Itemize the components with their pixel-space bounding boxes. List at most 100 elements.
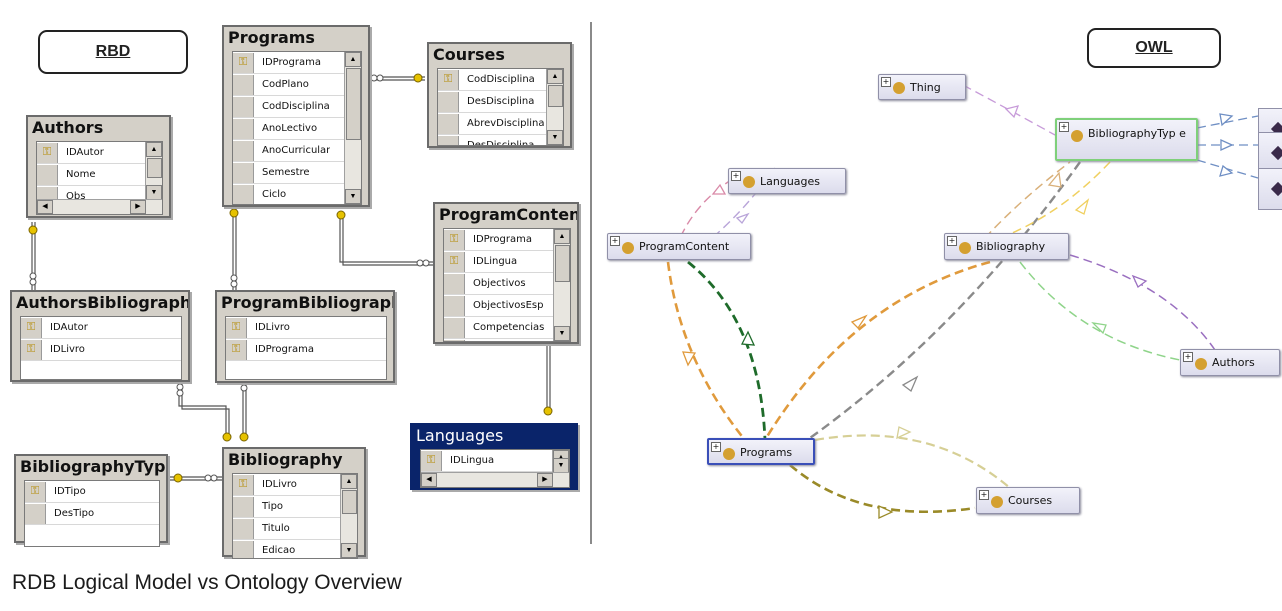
owl-node-authors[interactable]: +Authors xyxy=(1180,349,1280,376)
column-row[interactable]: Semestre xyxy=(233,162,344,184)
column-row[interactable]: ⚿IDLingua xyxy=(421,450,552,472)
scroll-up-icon[interactable]: ▲ xyxy=(547,69,563,84)
end-infinity xyxy=(29,272,37,280)
scroll-left-icon[interactable]: ◀ xyxy=(421,473,437,487)
column-row[interactable]: ⚿IDPrograma xyxy=(233,52,344,74)
column-row[interactable]: Titulo xyxy=(233,518,340,540)
owl-node-partial[interactable] xyxy=(1258,132,1282,174)
table-programbibliography[interactable]: ProgramBibliography⚿IDLivro⚿IDPrograma xyxy=(215,290,395,383)
owl-node-programs[interactable]: +Programs xyxy=(707,438,815,465)
column-row[interactable]: ⚿IDLivro xyxy=(226,317,386,339)
column-row[interactable]: Objectivos xyxy=(444,273,553,295)
column-row[interactable]: DesDisciplina xyxy=(438,135,546,145)
vertical-scrollbar[interactable]: ▲▼ xyxy=(552,450,569,473)
horizontal-scrollbar[interactable]: ◀▶ xyxy=(421,472,569,487)
column-row[interactable]: ⚿IDAutor xyxy=(21,317,181,339)
column-row[interactable]: ⚿IDLivro xyxy=(21,339,181,361)
scroll-up-icon[interactable]: ▲ xyxy=(341,474,357,489)
scroll-down-icon[interactable]: ▼ xyxy=(553,458,569,473)
expand-icon[interactable]: + xyxy=(711,442,721,452)
vertical-scrollbar[interactable]: ▲▼ xyxy=(340,474,357,558)
column-row[interactable]: ⚿IDTipo xyxy=(25,481,159,503)
end-infinity xyxy=(230,274,238,282)
column-row[interactable]: Ciclo xyxy=(233,184,344,204)
scroll-thumb[interactable] xyxy=(147,158,162,178)
column-row[interactable]: Edicao xyxy=(233,540,340,558)
vertical-scrollbar[interactable]: ▲▼ xyxy=(145,142,162,200)
scroll-right-icon[interactable]: ▶ xyxy=(130,200,146,214)
column-row[interactable]: ⚿IDPrograma xyxy=(226,339,386,361)
column-row[interactable]: DesTipo xyxy=(25,503,159,525)
column-row[interactable]: AnoCurricular xyxy=(233,140,344,162)
owl-node-partial[interactable] xyxy=(1258,168,1282,210)
primary-key-icon: ⚿ xyxy=(231,343,241,355)
column-row[interactable]: AnoLectivo xyxy=(233,118,344,140)
scroll-thumb[interactable] xyxy=(548,85,563,107)
column-list: ⚿IDLingua▲▼◀▶ xyxy=(420,449,570,488)
scroll-down-icon[interactable]: ▼ xyxy=(341,543,357,558)
scroll-up-icon[interactable]: ▲ xyxy=(345,52,361,67)
owl-node-programcontent[interactable]: +ProgramContent xyxy=(607,233,751,260)
owl-node-languages[interactable]: +Languages xyxy=(728,168,846,194)
scroll-thumb[interactable] xyxy=(555,245,570,282)
scroll-thumb[interactable] xyxy=(346,68,361,140)
vertical-scrollbar[interactable]: ▲▼ xyxy=(344,52,361,204)
expand-icon[interactable]: + xyxy=(947,236,957,246)
column-row[interactable]: ⚿IDLivro xyxy=(233,474,340,496)
primary-key-icon: ⚿ xyxy=(449,233,459,245)
expand-icon[interactable]: + xyxy=(979,490,989,500)
expand-icon[interactable]: + xyxy=(1183,352,1193,362)
column-row[interactable]: Tipo xyxy=(233,496,340,518)
column-row[interactable]: CodPlano xyxy=(233,74,344,96)
column-row[interactable]: ObjectivosEsp xyxy=(444,295,553,317)
table-languages[interactable]: Languages⚿IDLingua▲▼◀▶ xyxy=(410,423,578,490)
edge-bibliographytype-out-1 xyxy=(1196,115,1259,129)
scroll-down-icon[interactable]: ▼ xyxy=(554,326,570,341)
horizontal-scrollbar[interactable]: ◀▶ xyxy=(37,199,162,214)
owl-node-bibliography[interactable]: +Bibliography xyxy=(944,233,1069,260)
arrow-head xyxy=(850,314,868,330)
expand-icon[interactable]: + xyxy=(610,236,620,246)
scroll-up-icon[interactable]: ▲ xyxy=(146,142,162,157)
owl-node-courses[interactable]: +Courses xyxy=(976,487,1080,514)
column-row[interactable]: ⚿CodDisciplina xyxy=(438,69,546,91)
scroll-right-icon[interactable]: ▶ xyxy=(537,473,553,487)
scroll-down-icon[interactable]: ▼ xyxy=(547,130,563,145)
expand-icon[interactable]: + xyxy=(731,171,741,181)
table-title: Authors xyxy=(32,118,104,137)
column-row[interactable]: Nome xyxy=(37,164,145,186)
owl-node-bibliographytype[interactable]: +BibliographyTyp e xyxy=(1055,118,1198,161)
column-row[interactable]: ⚿IDPrograma xyxy=(444,229,553,251)
owl-edges xyxy=(666,84,1259,514)
expand-icon[interactable]: + xyxy=(881,77,891,87)
scroll-down-icon[interactable]: ▼ xyxy=(146,185,162,200)
scroll-left-icon[interactable]: ◀ xyxy=(37,200,53,214)
column-row[interactable]: Metodologia xyxy=(444,339,553,341)
owl-node-thing[interactable]: +Thing xyxy=(878,74,966,100)
row-selector xyxy=(233,496,254,517)
column-row[interactable]: Competencias xyxy=(444,317,553,339)
expand-icon[interactable]: + xyxy=(1059,122,1069,132)
column-row[interactable]: DesDisciplina xyxy=(438,91,546,113)
scroll-thumb[interactable] xyxy=(342,490,357,514)
row-selector: ⚿ xyxy=(37,142,58,163)
column-row[interactable]: CodDisciplina xyxy=(233,96,344,118)
end-infinity xyxy=(422,259,430,267)
column-row[interactable]: AbrevDisciplina xyxy=(438,113,546,135)
vertical-scrollbar[interactable]: ▲▼ xyxy=(546,69,563,145)
scroll-down-icon[interactable]: ▼ xyxy=(345,189,361,204)
vertical-scrollbar[interactable]: ▲▼ xyxy=(553,229,570,341)
end-infinity xyxy=(29,278,37,286)
column-row[interactable]: ⚿IDAutor xyxy=(37,142,145,164)
table-authorsbibliography[interactable]: AuthorsBibliography⚿IDAutor⚿IDLivro xyxy=(10,290,190,382)
column-row[interactable]: ⚿IDLingua xyxy=(444,251,553,273)
scroll-up-icon[interactable]: ▲ xyxy=(554,229,570,244)
column-name: Titulo xyxy=(262,523,290,534)
